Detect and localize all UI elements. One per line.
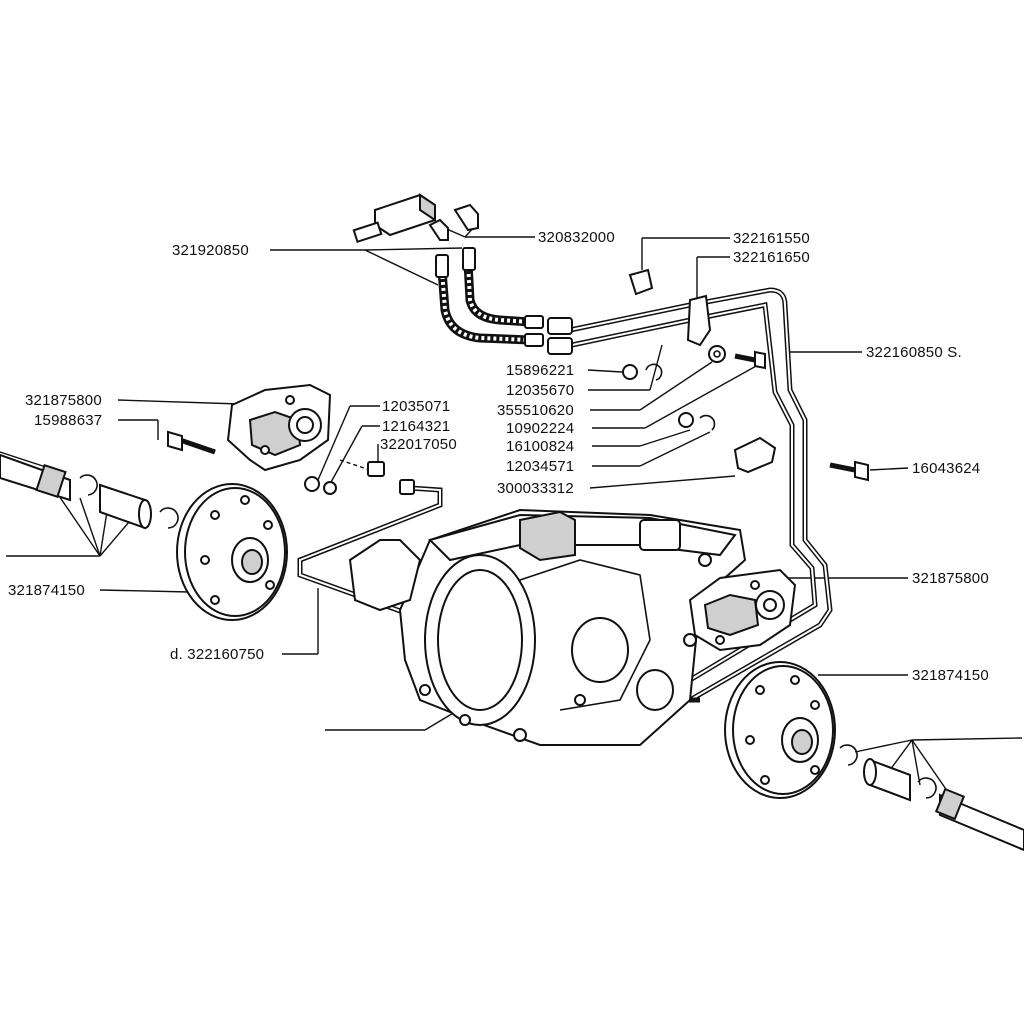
- label-322160750: d. 322160750: [170, 646, 264, 663]
- gearbox-housing: [348, 508, 747, 746]
- label-321875800-left: 321875800: [25, 392, 102, 409]
- part-number-labels: 320832000 321920850 322161550 322161650 …: [8, 229, 989, 684]
- label-10902224: 10902224: [506, 420, 574, 437]
- label-12164321: 12164321: [382, 418, 450, 435]
- label-15988637: 15988637: [34, 412, 102, 429]
- label-16100824: 16100824: [506, 438, 574, 455]
- label-322161650: 322161650: [733, 249, 810, 266]
- label-12035670: 12035670: [506, 382, 574, 399]
- label-16043624: 16043624: [912, 460, 980, 477]
- left-brake-disc: [176, 483, 288, 621]
- label-322161550: 322161550: [733, 230, 810, 247]
- label-320832000: 320832000: [538, 229, 615, 246]
- label-12034571: 12034571: [506, 458, 574, 475]
- label-321875800-right: 321875800: [912, 570, 989, 587]
- label-300033312: 300033312: [497, 480, 574, 497]
- label-15896221: 15896221: [506, 362, 574, 379]
- label-12035071: 12035071: [382, 398, 450, 415]
- right-shaft-assembly: [839, 744, 1024, 852]
- flexible-hoses: [435, 247, 573, 355]
- right-caliper: [688, 568, 797, 652]
- label-321920850: 321920850: [172, 242, 249, 259]
- label-321874150-right: 321874150: [912, 667, 989, 684]
- label-321874150-left: 321874150: [8, 582, 85, 599]
- left-caliper: [167, 383, 415, 495]
- label-322160850-s: 322160850 S.: [866, 344, 962, 361]
- left-shaft-assembly: [0, 453, 179, 530]
- valve-block: [352, 193, 479, 243]
- right-brake-disc: [724, 661, 836, 799]
- bracket-parts: [622, 268, 869, 482]
- label-355510620: 355510620: [497, 402, 574, 419]
- label-322017050: 322017050: [380, 436, 457, 453]
